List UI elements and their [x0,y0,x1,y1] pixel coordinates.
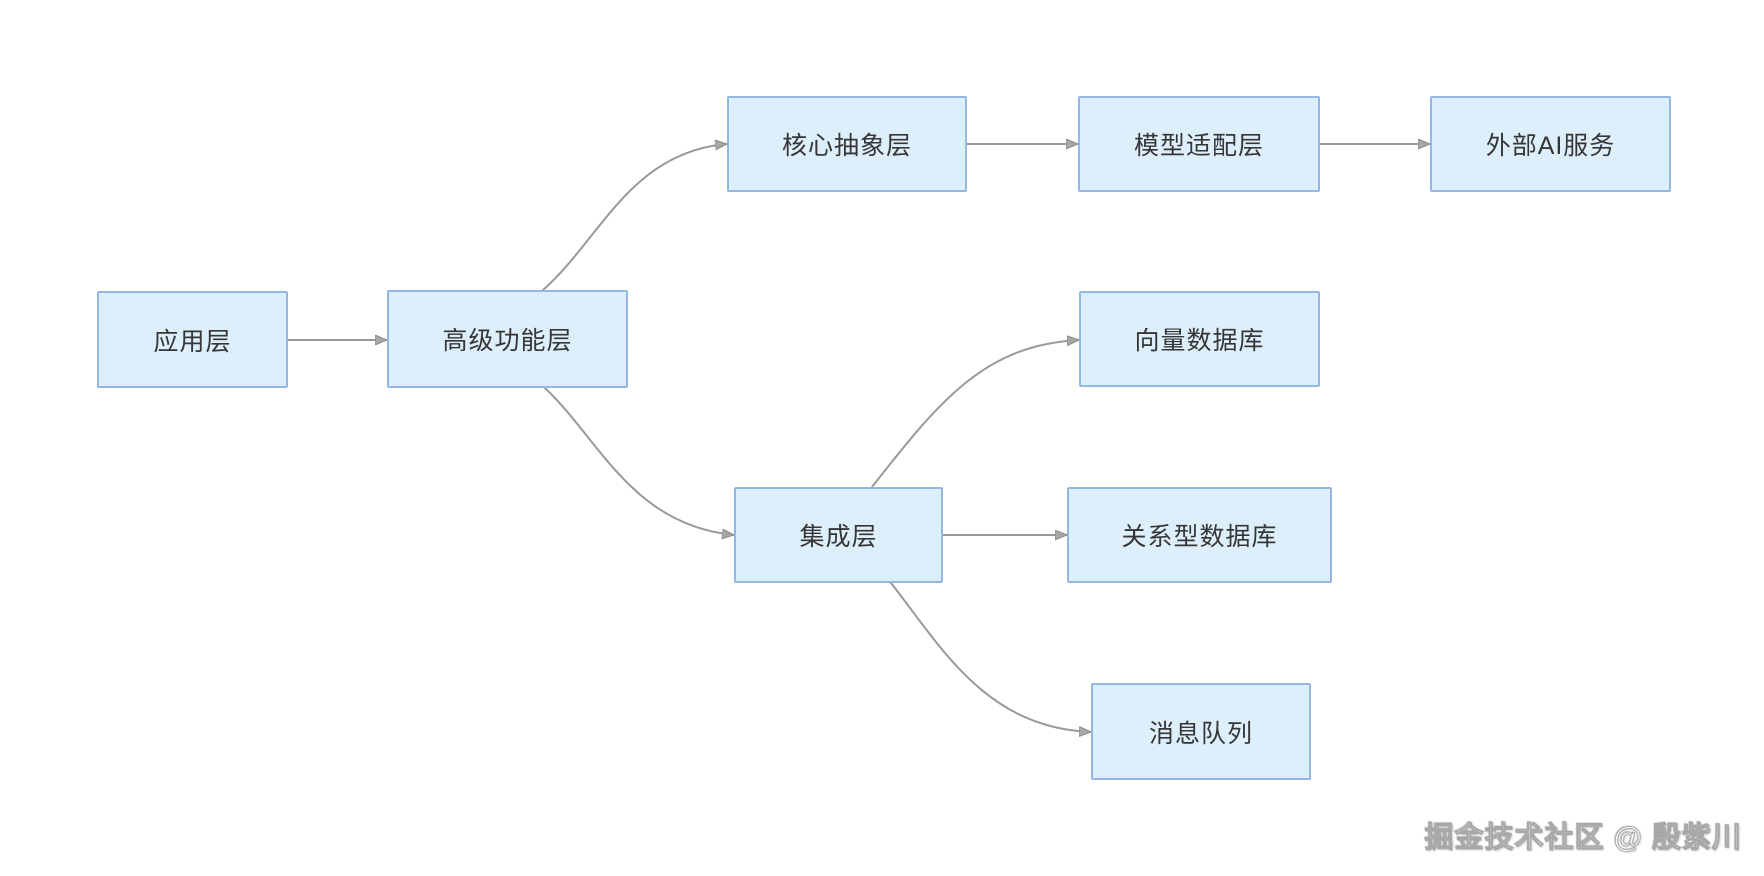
node-integration-layer: 集成层 [734,487,943,583]
node-core-abstraction-layer: 核心抽象层 [727,96,967,192]
edge-advanced-feature-layer-to-core-abstraction-layer [542,144,727,291]
node-model-adapter-layer: 模型适配层 [1078,96,1320,192]
watermark: 掘金技术社区 @ 殷紫川 [1424,822,1742,855]
node-advanced-feature-layer: 高级功能层 [387,290,628,388]
node-external-ai-service: 外部AI服务 [1430,96,1671,192]
node-relational-database: 关系型数据库 [1067,487,1332,583]
node-message-queue: 消息队列 [1091,683,1311,780]
edge-integration-layer-to-message-queue [890,582,1091,732]
edge-advanced-feature-layer-to-integration-layer [544,387,734,535]
edge-integration-layer-to-vector-database [871,340,1079,488]
node-application-layer: 应用层 [97,291,288,388]
node-vector-database: 向量数据库 [1079,291,1320,387]
